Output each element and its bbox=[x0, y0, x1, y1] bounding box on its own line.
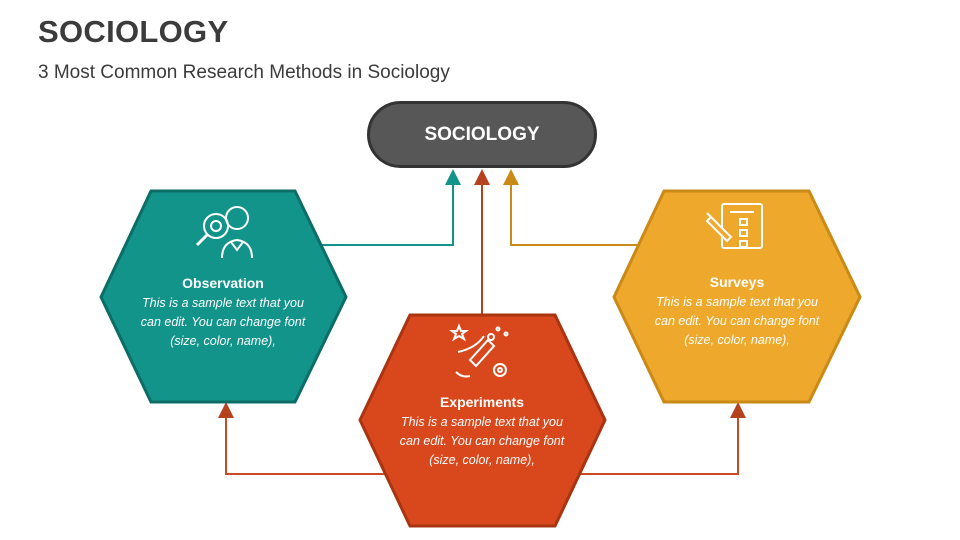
survey-checklist-icon bbox=[705, 203, 763, 249]
experiments-text-block: Experiments This is a sample text that y… bbox=[397, 394, 567, 470]
surveys-title: Surveys bbox=[709, 274, 765, 290]
experiment-icon bbox=[449, 323, 509, 378]
page-title: SOCIOLOGY bbox=[38, 14, 229, 49]
connector-exp-surveys bbox=[575, 402, 746, 475]
observation-title: Observation bbox=[182, 275, 264, 291]
hexagon-experiments bbox=[358, 313, 607, 528]
connector-exp-obs bbox=[218, 402, 390, 475]
hexagon-surveys bbox=[612, 189, 862, 404]
page-subtitle: 3 Most Common Research Methods in Sociol… bbox=[38, 62, 450, 83]
magnifier-person-icon bbox=[195, 206, 253, 259]
center-node-sociology: SOCIOLOGY bbox=[367, 101, 597, 168]
surveys-text-block: Surveys This is a sample text that you c… bbox=[652, 274, 822, 350]
connector-surveys bbox=[503, 169, 645, 246]
observation-text-block: Observation This is a sample text that y… bbox=[138, 275, 308, 351]
connector-observation bbox=[320, 169, 461, 246]
surveys-body: This is a sample text that you can edit.… bbox=[654, 295, 820, 347]
observation-body: This is a sample text that you can edit.… bbox=[140, 296, 306, 348]
experiments-title: Experiments bbox=[439, 394, 525, 410]
experiments-body: This is a sample text that you can edit.… bbox=[399, 415, 565, 467]
center-node-label: SOCIOLOGY bbox=[424, 123, 540, 145]
hexagon-observation bbox=[99, 189, 348, 404]
